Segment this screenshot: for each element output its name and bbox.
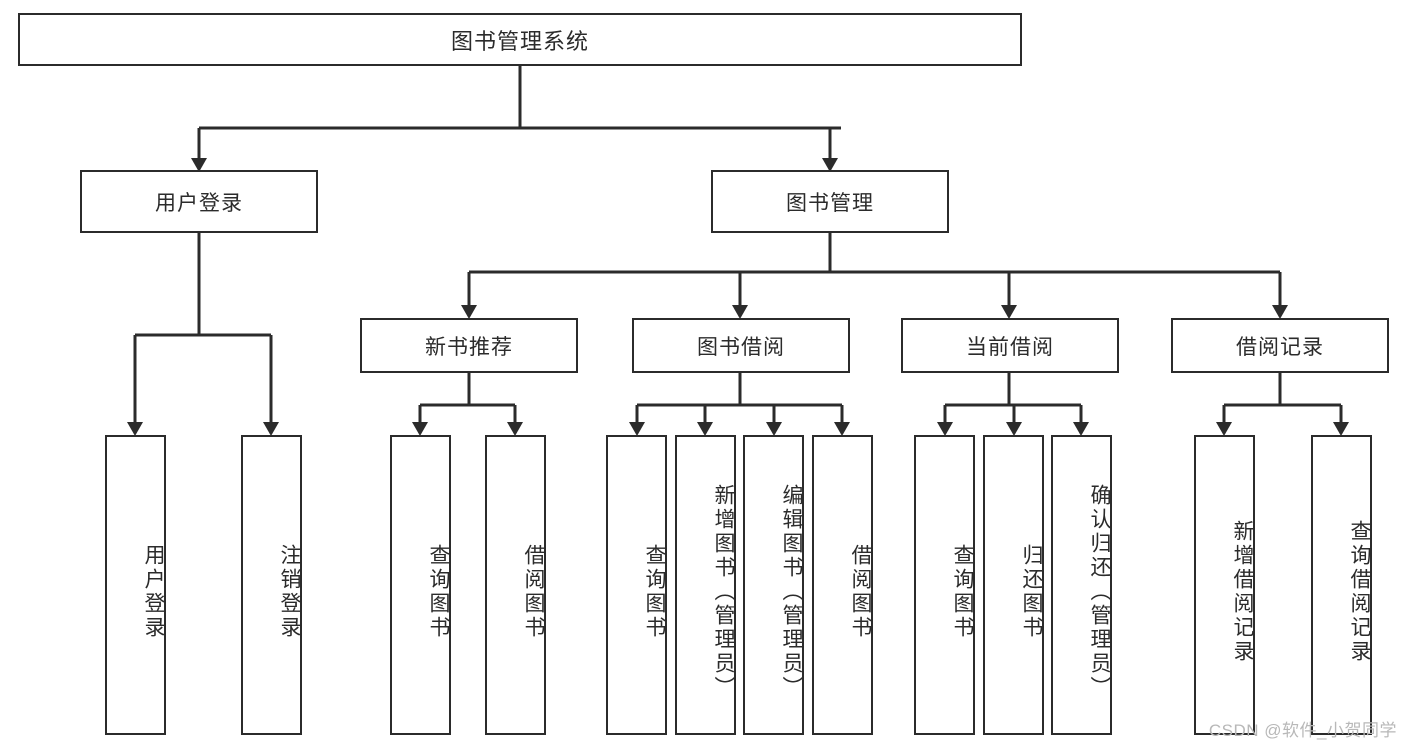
leaf-label: 查询图书 — [643, 544, 666, 640]
arrowhead-icon — [1006, 422, 1022, 436]
watermark: CSDN @软件_小贺同学 — [1208, 721, 1397, 740]
leaf-new-book-borrow[interactable]: 借阅图书 — [485, 435, 546, 735]
leaf-label: 注销登录 — [278, 544, 301, 640]
leaf-user-login-login[interactable]: 用户登录 — [105, 435, 166, 735]
node-book-borrow-label: 图书借阅 — [697, 335, 785, 359]
arrowhead-icon — [127, 422, 143, 436]
leaf-current-borrow-query[interactable]: 查询图书 — [914, 435, 975, 735]
leaf-new-book-query[interactable]: 查询图书 — [390, 435, 451, 735]
leaf-label: 查询图书 — [951, 544, 974, 640]
node-new-book-recommend-label: 新书推荐 — [425, 335, 513, 359]
node-new-book-recommend[interactable]: 新书推荐 — [360, 318, 578, 373]
leaf-borrow-record-add[interactable]: 新增借阅记录 — [1194, 435, 1255, 735]
leaf-borrow-record-query[interactable]: 查询借阅记录 — [1311, 435, 1372, 735]
leaf-label: 查询借阅记录 — [1348, 520, 1371, 664]
leaf-book-borrow-borrow[interactable]: 借阅图书 — [812, 435, 873, 735]
arrowhead-icon — [937, 422, 953, 436]
leaf-label: 新增图书（管理员） — [712, 484, 735, 700]
arrowhead-icon — [697, 422, 713, 436]
leaf-book-borrow-query[interactable]: 查询图书 — [606, 435, 667, 735]
node-user-login[interactable]: 用户登录 — [80, 170, 318, 233]
node-user-login-label: 用户登录 — [155, 191, 243, 215]
node-root[interactable]: 图书管理系统 — [18, 13, 1022, 66]
arrowhead-icon — [766, 422, 782, 436]
leaf-book-borrow-add[interactable]: 新增图书（管理员） — [675, 435, 736, 735]
arrowhead-icon — [1272, 305, 1288, 319]
leaf-label: 借阅图书 — [849, 544, 872, 640]
node-book-manage[interactable]: 图书管理 — [711, 170, 949, 233]
leaf-label: 借阅图书 — [522, 544, 545, 640]
leaf-current-borrow-confirm[interactable]: 确认归还（管理员） — [1051, 435, 1112, 735]
arrowhead-icon — [1216, 422, 1232, 436]
node-current-borrow[interactable]: 当前借阅 — [901, 318, 1119, 373]
node-borrow-record[interactable]: 借阅记录 — [1171, 318, 1389, 373]
leaf-label: 查询图书 — [427, 544, 450, 640]
arrowhead-icon — [507, 422, 523, 436]
leaf-label: 确认归还（管理员） — [1088, 484, 1111, 700]
arrowhead-icon — [1001, 305, 1017, 319]
arrowhead-icon — [629, 422, 645, 436]
arrowhead-icon — [732, 305, 748, 319]
node-book-borrow[interactable]: 图书借阅 — [632, 318, 850, 373]
node-current-borrow-label: 当前借阅 — [966, 335, 1054, 359]
leaf-label: 用户登录 — [142, 544, 165, 640]
leaf-current-borrow-return[interactable]: 归还图书 — [983, 435, 1044, 735]
leaf-user-login-logout[interactable]: 注销登录 — [241, 435, 302, 735]
arrowhead-icon — [461, 305, 477, 319]
leaf-book-borrow-edit[interactable]: 编辑图书（管理员） — [743, 435, 804, 735]
arrowhead-icon — [412, 422, 428, 436]
node-borrow-record-label: 借阅记录 — [1236, 335, 1324, 359]
leaf-label: 新增借阅记录 — [1231, 520, 1254, 664]
arrowhead-icon — [1333, 422, 1349, 436]
node-root-label: 图书管理系统 — [450, 28, 589, 54]
leaf-label: 归还图书 — [1020, 544, 1043, 640]
leaf-label: 编辑图书（管理员） — [780, 484, 803, 700]
arrowhead-icon — [263, 422, 279, 436]
arrowhead-icon — [1073, 422, 1089, 436]
arrowhead-icon — [834, 422, 850, 436]
node-book-manage-label: 图书管理 — [786, 191, 874, 215]
